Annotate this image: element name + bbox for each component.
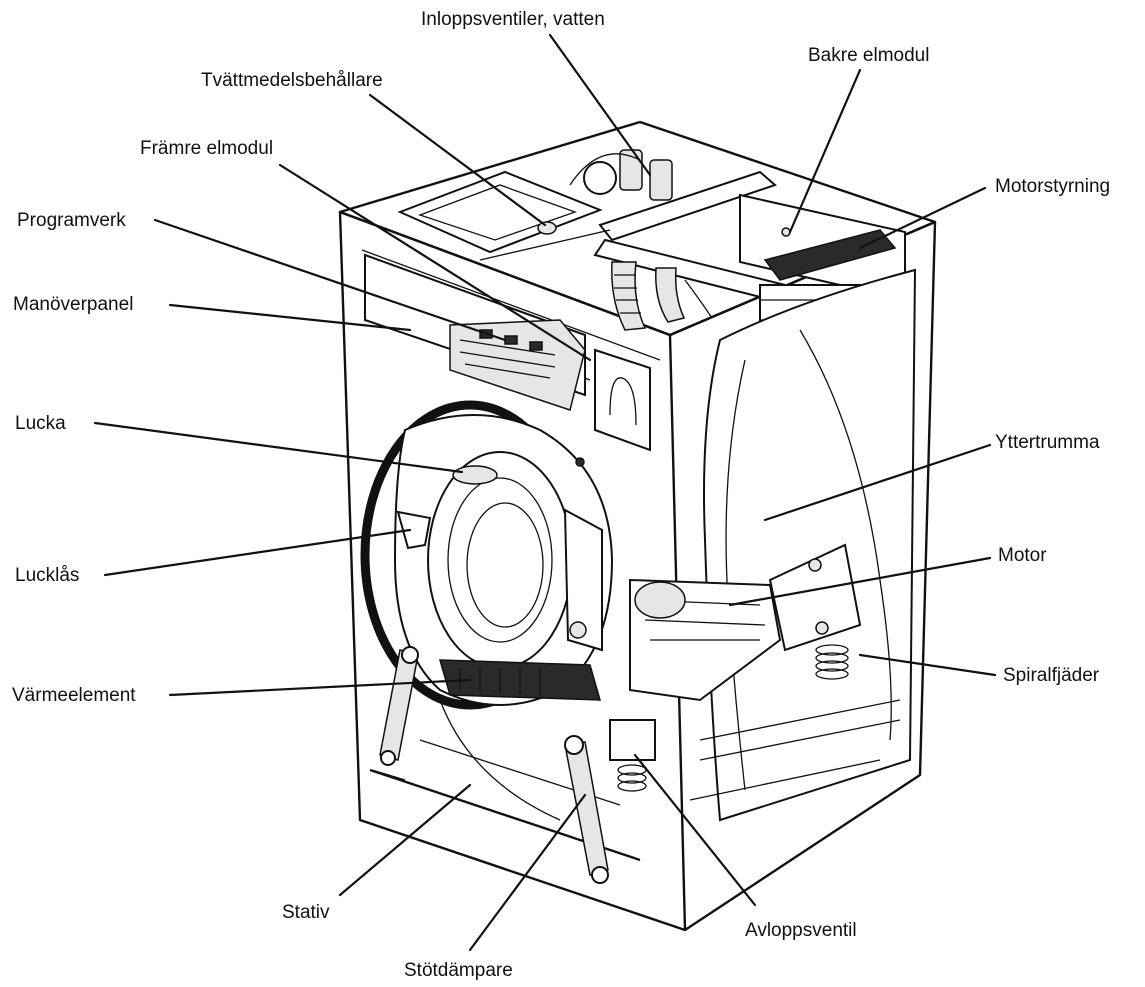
motor-and-suspension — [369, 543, 901, 884]
label-motor: Motor — [998, 545, 1047, 566]
label-bakre-elmodul: Bakre elmodul — [808, 45, 930, 66]
label-varmeelement: Värmeelement — [12, 685, 136, 706]
label-avloppsventil: Avloppsventil — [745, 920, 857, 941]
label-yttertrumma: Yttertrumma — [995, 432, 1100, 453]
leader-manoverpanel — [168, 303, 412, 332]
label-stativ: Stativ — [282, 902, 330, 923]
label-tvattmedelsbehallare: Tvättmedelsbehållare — [201, 70, 383, 91]
top-internals — [397, 149, 906, 361]
leader-stotdampare — [468, 793, 587, 952]
leader-lines — [93, 33, 997, 952]
label-lucklas: Lucklås — [15, 565, 80, 586]
label-manoverpanel: Manöverpanel — [13, 294, 134, 315]
spiral-spring-drawing — [815, 644, 849, 680]
label-lucka: Lucka — [15, 413, 66, 434]
drum-and-door — [360, 268, 917, 822]
leader-tvattmedelsbehallare — [368, 93, 547, 227]
leader-yttertrumma — [763, 443, 992, 522]
leader-lucklas — [103, 528, 412, 577]
label-stotdampare: Stötdämpare — [404, 960, 513, 981]
leader-motorstyrning — [858, 186, 987, 250]
leader-spiralfjader — [858, 653, 997, 677]
label-inloppsventiler: Inloppsventiler, vatten — [421, 9, 605, 30]
leader-stativ — [338, 783, 472, 897]
leader-framre-elmodul — [278, 163, 592, 362]
leader-lucka — [93, 421, 464, 474]
leader-varmeelement — [168, 678, 472, 697]
label-motorstyrning: Motorstyrning — [995, 176, 1111, 197]
leader-programverk — [153, 218, 507, 342]
leader-inloppsventiler — [548, 33, 652, 177]
drain-valve-drawing — [609, 719, 656, 792]
leader-motor — [728, 556, 992, 607]
control-panel — [364, 253, 651, 452]
leader-avloppsventil — [633, 753, 757, 907]
leader-bakre-elmodul — [788, 68, 862, 234]
label-programverk: Programverk — [17, 210, 126, 231]
label-spiralfjader: Spiralfjäder — [1003, 665, 1100, 686]
label-framre-elmodul: Främre elmodul — [140, 138, 274, 159]
